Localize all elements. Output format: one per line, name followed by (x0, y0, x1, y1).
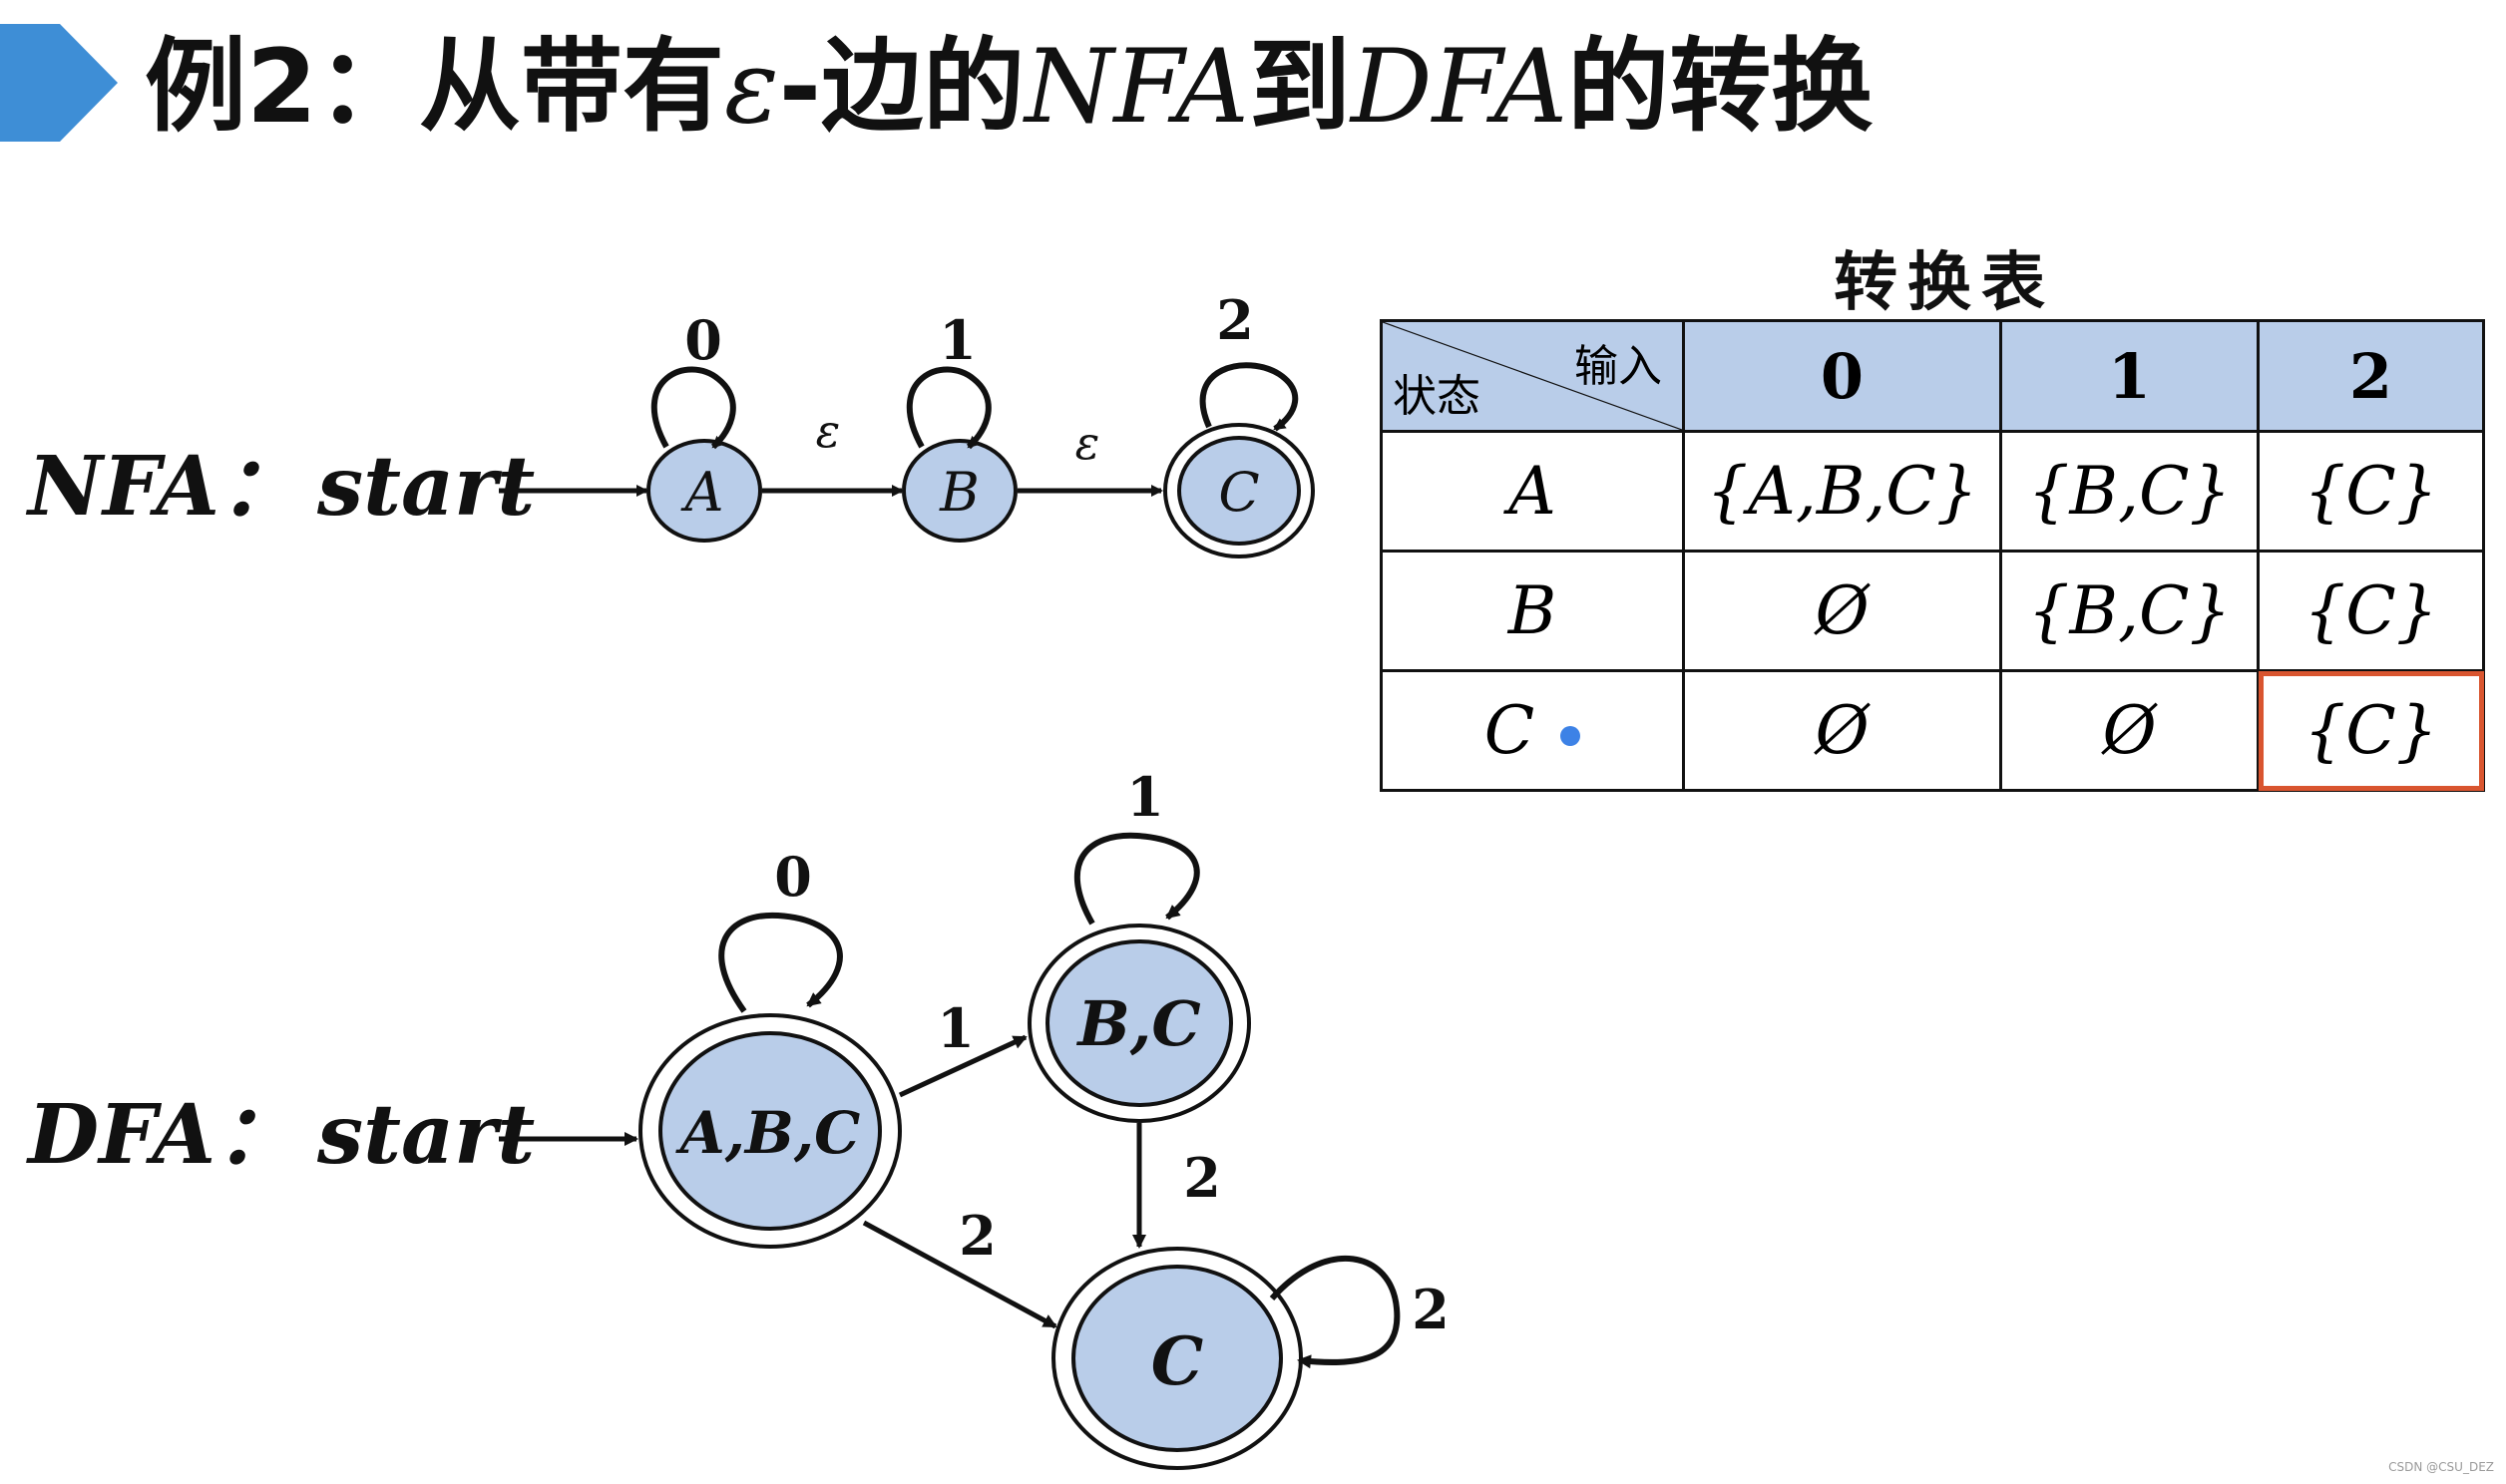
table-corner-cell: 输入 状态 (1380, 319, 1685, 433)
dfa-label: DFA： (26, 1087, 297, 1183)
nfa-loop-b-label: 1 (939, 308, 977, 372)
nfa-edge-a-b-label: ε (816, 404, 841, 458)
title-epsilon: ε (723, 28, 779, 147)
dfa-state-abc: A,B,C (675, 1099, 861, 1167)
table-cell: Ø (1682, 550, 2002, 672)
dfa-start-label: start (316, 1087, 535, 1183)
title-chevron-icon (0, 24, 118, 142)
row-state-label-cell: C (1380, 669, 1685, 792)
title-middle1: -边的 (778, 28, 1026, 147)
row-state-label: B (1380, 550, 1685, 672)
title-middle2: 到 (1248, 28, 1351, 147)
table-cell: {C} (2257, 430, 2485, 553)
dfa-edge-abc-bc (898, 1034, 1028, 1098)
dfa-state-c: C (1151, 1322, 1204, 1400)
page-title: 例2：从带有ε-边的NFA到DFA的转换 (145, 18, 1873, 158)
table-cell: {C} (2257, 550, 2485, 672)
table-cell: {B,C} (1999, 430, 2260, 553)
table-cell: {B,C} (1999, 550, 2260, 672)
dfa-loop-abc (718, 912, 843, 1013)
dfa-edge-abc-c-label: 2 (959, 1204, 997, 1268)
title-prefix: 例2：从带有 (145, 28, 724, 147)
table-cell: Ø (1999, 669, 2260, 792)
nfa-label: NFA： (25, 439, 301, 535)
dfa-loop-abc-label: 0 (774, 845, 812, 909)
nfa-state-a-circle (646, 439, 762, 543)
row-state-label: C (1483, 692, 1535, 769)
corner-state-label: 状态 (1393, 371, 1480, 422)
corner-diagonal-line (1383, 322, 1682, 430)
nfa-state-a: A (680, 461, 724, 524)
table-cell: {A,B,C} (1682, 430, 2002, 553)
dfa-state-c-circle (1071, 1265, 1283, 1452)
dfa-edge-abc-bc-label: 1 (937, 996, 975, 1060)
table-row: B Ø {B,C} {C} (1380, 550, 2485, 672)
nfa-loop-c-label: 2 (1216, 288, 1254, 352)
dfa-state-bc-circle (1045, 939, 1233, 1107)
title-suffix: 的转换 (1567, 28, 1874, 147)
watermark: CSDN @CSU_DEZ (2388, 1460, 2494, 1474)
table-cell: Ø (1682, 669, 2002, 792)
dfa-loop-bc-label: 1 (1126, 765, 1164, 829)
table-header-row: 输入 状态 0 1 2 (1380, 319, 2485, 433)
dfa-edge-abc-c (862, 1220, 1057, 1329)
dfa-state-bc: B,C (1075, 987, 1200, 1060)
table-row: A {A,B,C} {B,C} {C} (1380, 430, 2485, 553)
title-dfa: DFA (1350, 28, 1568, 147)
row-state-label: A (1380, 430, 1685, 553)
title-nfa: NFA (1025, 28, 1249, 147)
nfa-loop-b (906, 366, 992, 450)
table-header-1: 1 (1999, 319, 2260, 433)
dfa-loop-c-label: 2 (1412, 1278, 1450, 1341)
nfa-start-label: start (316, 439, 535, 535)
nfa-state-c-circle (1177, 436, 1301, 546)
nfa-loop-a-label: 0 (684, 308, 722, 372)
dfa-edge-bc-c-label: 2 (1183, 1146, 1221, 1210)
nfa-state-b-circle (902, 439, 1018, 543)
cursor-dot-icon (1560, 726, 1581, 746)
title-fade-overlay (2115, 20, 2506, 160)
nfa-loop-c (1199, 362, 1299, 432)
table-header-0: 0 (1682, 319, 2002, 433)
nfa-state-c: C (1218, 461, 1259, 524)
table-row: C Ø Ø {C} (1380, 669, 2485, 792)
transition-table: 输入 状态 0 1 2 A {A,B,C} {B,C} {C} B Ø {B,C… (1380, 319, 2485, 792)
nfa-loop-a (650, 366, 736, 450)
dfa-state-abc-circle (658, 1031, 882, 1231)
table-cell-highlighted: {C} (2257, 669, 2485, 792)
corner-input-label: 输入 (1574, 341, 1662, 392)
nfa-edge-b-c-label: ε (1075, 416, 1100, 470)
dfa-loop-c (1269, 1255, 1401, 1369)
table-header-2: 2 (2257, 319, 2485, 433)
table-caption: 转换表 (1834, 246, 2055, 320)
dfa-loop-bc (1073, 832, 1200, 926)
nfa-state-b: B (939, 461, 980, 524)
